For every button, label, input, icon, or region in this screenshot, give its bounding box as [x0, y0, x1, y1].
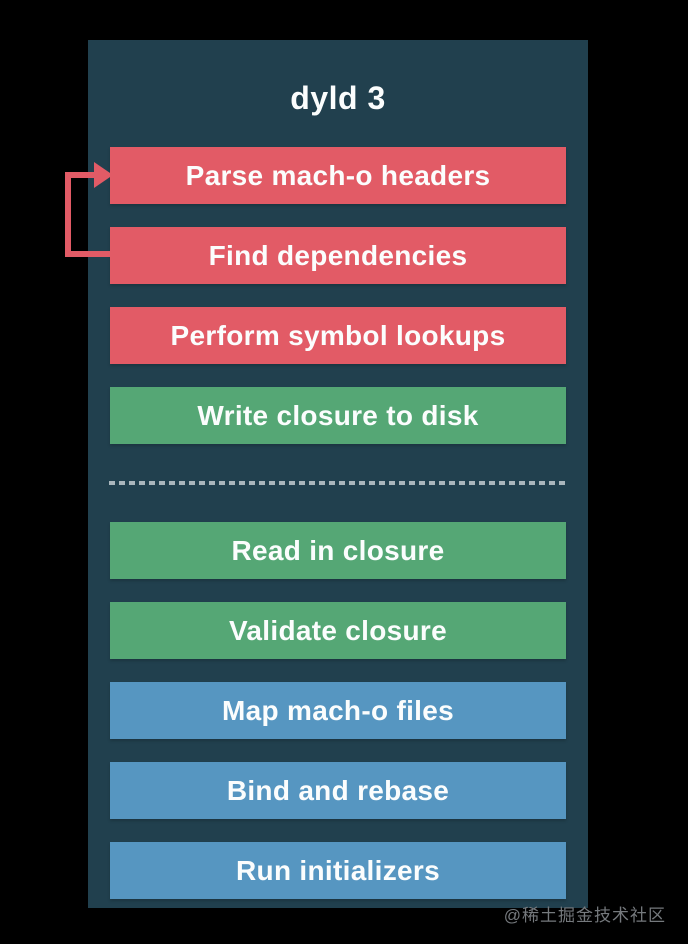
step-label: Run initializers	[236, 854, 440, 886]
step-label: Map mach-o files	[222, 694, 454, 726]
step-box: Run initializers	[110, 842, 566, 899]
diagram-title: dyld 3	[290, 80, 386, 116]
watermark-text: @稀土掘金技术社区	[503, 906, 666, 925]
step-box: Perform symbol lookups	[110, 307, 566, 364]
dyld3-flowchart-panel: dyld 3 Parse mach-o headers Find depende…	[88, 40, 588, 908]
step-box: Validate closure	[110, 602, 566, 659]
step-label: Write closure to disk	[197, 399, 479, 431]
step-label: Perform symbol lookups	[170, 319, 506, 351]
launch-runtime-steps: Read in closure Validate closure Map mac…	[88, 522, 588, 922]
dashed-divider	[109, 481, 567, 485]
step-box: Find dependencies	[110, 227, 566, 284]
step-label: Bind and rebase	[226, 774, 450, 806]
step-box: Read in closure	[110, 522, 566, 579]
step-box: Map mach-o files	[110, 682, 566, 739]
closure-build-steps: Parse mach-o headers Find dependencies P…	[88, 147, 588, 467]
step-label: Read in closure	[231, 534, 445, 566]
step-box: Write closure to disk	[110, 387, 566, 444]
step-label: Validate closure	[228, 614, 447, 646]
step-box: Parse mach-o headers	[110, 147, 566, 204]
step-label: Find dependencies	[208, 239, 468, 271]
step-label: Parse mach-o headers	[185, 159, 491, 191]
step-box: Bind and rebase	[110, 762, 566, 819]
